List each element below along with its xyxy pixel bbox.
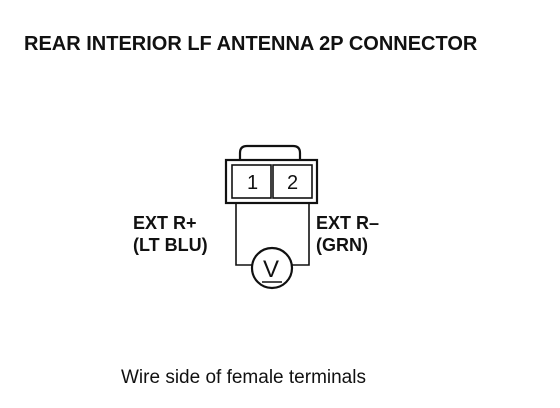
pin-cell-2 [272, 164, 313, 199]
voltmeter-circle [250, 246, 294, 290]
left-wire-label: EXT R+ (LT BLU) [133, 212, 208, 256]
connector-latch [238, 144, 302, 160]
pin-label-1: 1 [247, 172, 258, 194]
right-wire-name: EXT R– [316, 213, 380, 233]
left-wire-color: (LT BLU) [133, 235, 208, 255]
right-wire-label: EXT R– (GRN) [316, 212, 379, 256]
diagram-title: REAR INTERIOR LF ANTENNA 2P CONNECTOR [24, 33, 478, 55]
connector-body [224, 158, 319, 205]
pin-cell-1 [231, 164, 272, 199]
right-wire-color: (GRN) [316, 235, 368, 255]
probe-wire-left [235, 203, 252, 266]
pin-label-2: 2 [287, 172, 298, 194]
voltmeter-symbol: V [263, 256, 279, 283]
diagram-caption: Wire side of female terminals [121, 367, 366, 388]
probe-wire-right [292, 203, 310, 266]
left-wire-name: EXT R+ [133, 213, 197, 233]
